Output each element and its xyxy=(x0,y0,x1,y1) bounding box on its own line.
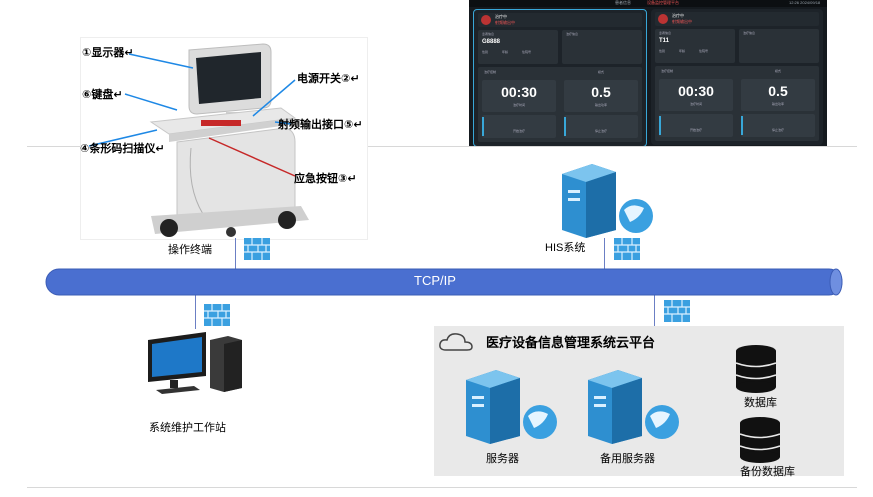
link-terminal xyxy=(235,238,236,269)
time-unit: 治疗时间 xyxy=(512,103,525,107)
stop-label: 停止治疗 xyxy=(771,128,784,132)
screen-tab-1[interactable]: 患者信息 xyxy=(615,0,631,5)
patient-id: T11 xyxy=(659,38,670,44)
callout-rf-port: 射频输出接口⑤↵ xyxy=(278,119,363,131)
terminal-photo xyxy=(80,37,368,240)
panel-2-control: 治疗控制 模式 00:30 治疗时间 0.5 输出功率 开始治疗 停止治疗 xyxy=(655,66,819,141)
time-box: 00:30 治疗时间 xyxy=(659,79,733,111)
field-age: 年龄 xyxy=(502,50,509,54)
stop-label: 停止治疗 xyxy=(594,129,607,133)
patient-info-label: 患者信息 xyxy=(482,32,495,36)
workstation-label: 系统维护工作站 xyxy=(149,422,226,434)
power-value: 0.5 xyxy=(591,84,611,100)
link-his xyxy=(604,238,605,269)
backup-server-label: 备用服务器 xyxy=(600,453,655,465)
ctrl-label: 治疗控制 xyxy=(484,70,497,74)
start-label: 开始治疗 xyxy=(689,128,702,132)
terminal-illustration xyxy=(88,43,309,237)
cloud-platform: 医疗设备信息管理系统云平台 服务器 备用服务器 数据库 备份数据库 xyxy=(434,326,844,478)
side-label: 治疗信息 xyxy=(743,31,756,35)
patient-info-label: 患者信息 xyxy=(659,31,672,35)
tcpip-label: TCP/IP xyxy=(414,273,456,288)
panel-2-status: 治疗中 xyxy=(672,13,684,18)
separator-top xyxy=(27,146,857,147)
cloud-icon xyxy=(439,333,473,351)
device-panel-1[interactable]: 治疗中 射频输出中 患者信息 G8888 性别 年龄 住院号 治疗信息 治疗控制… xyxy=(473,9,647,146)
backup-database-icon xyxy=(739,417,781,463)
ctrl-label: 治疗控制 xyxy=(661,69,674,73)
start-label: 开始治疗 xyxy=(512,129,525,133)
firewall-icon xyxy=(614,238,640,260)
device-panel-2[interactable]: 治疗中 射频输出中 患者信息 T11 性别 年龄 住院号 治疗信息 治疗控制 模… xyxy=(651,9,823,145)
link-cloud xyxy=(654,295,655,327)
start-accent xyxy=(659,116,661,135)
callout-barcode: ④条形码扫描仪↵ xyxy=(80,143,165,155)
server-icon xyxy=(466,370,557,444)
cloud-title: 医疗设备信息管理系统云平台 xyxy=(486,335,656,350)
panel-2-patient-card: 患者信息 T11 性别 年龄 住院号 xyxy=(655,29,735,63)
backup-server-icon xyxy=(588,370,679,444)
field-admission: 住院号 xyxy=(522,50,532,54)
firewall-icon xyxy=(244,238,270,260)
callout-emergency: 应急按钮③↵ xyxy=(294,173,357,185)
time-value: 00:30 xyxy=(678,83,714,99)
panel-1-control: 治疗控制 模式 00:30 治疗时间 0.5 输出功率 开始治疗 停止治疗 xyxy=(478,67,642,142)
stop-button[interactable]: 停止治疗 xyxy=(564,115,638,138)
panel-1-header: 治疗中 射频输出中 xyxy=(478,13,642,27)
stop-accent xyxy=(741,116,743,135)
power-unit: 输出功率 xyxy=(594,103,607,107)
field-gender: 性别 xyxy=(482,50,489,54)
panel-1-status: 治疗中 xyxy=(495,14,507,19)
panel-2-status-sub: 射频输出中 xyxy=(672,19,692,24)
callout-display: ①显示器↵ xyxy=(82,47,134,59)
screen-topbar: 患者信息 设备监控管理平台 12:26 2024/09/18 xyxy=(469,0,827,7)
mode-label: 模式 xyxy=(775,69,782,73)
panel-1-status-sub: 射频输出中 xyxy=(495,20,515,25)
screen-tab-2[interactable]: 设备监控管理平台 xyxy=(647,0,679,5)
panel-1-patient-card: 患者信息 G8888 性别 年龄 住院号 xyxy=(478,30,558,64)
stop-button[interactable]: 停止治疗 xyxy=(741,114,815,137)
tcpip-bus xyxy=(45,268,843,296)
panel-2-header: 治疗中 射频输出中 xyxy=(655,12,819,26)
panel-1-side-card: 治疗信息 xyxy=(562,30,642,64)
time-value: 00:30 xyxy=(501,84,537,100)
start-button[interactable]: 开始治疗 xyxy=(482,115,556,138)
workstation-icon xyxy=(148,332,242,394)
alert-icon xyxy=(481,15,491,25)
field-gender: 性别 xyxy=(659,49,666,53)
database-icon xyxy=(735,345,777,393)
panel-2-side-card: 治疗信息 xyxy=(739,29,819,63)
server-label: 服务器 xyxy=(486,453,519,465)
his-label: HIS系统 xyxy=(545,242,586,254)
start-button[interactable]: 开始治疗 xyxy=(659,114,733,137)
firewall-icon xyxy=(204,304,230,326)
callout-power: 电源开关②↵ xyxy=(297,73,360,85)
field-age: 年龄 xyxy=(679,49,686,53)
stop-accent xyxy=(564,117,566,136)
time-box: 00:30 治疗时间 xyxy=(482,80,556,112)
database-label: 数据库 xyxy=(744,397,777,409)
mode-label: 模式 xyxy=(598,70,605,74)
field-admission: 住院号 xyxy=(699,49,709,53)
patient-id: G8888 xyxy=(482,39,501,45)
alert-icon xyxy=(658,14,668,24)
backup-database-label: 备份数据库 xyxy=(740,466,795,478)
time-unit: 治疗时间 xyxy=(689,102,702,106)
start-accent xyxy=(482,117,484,136)
link-workstation xyxy=(195,295,196,329)
power-unit: 输出功率 xyxy=(771,102,784,106)
terminal-label: 操作终端 xyxy=(168,244,212,256)
separator-bottom xyxy=(27,487,857,488)
power-value: 0.5 xyxy=(768,83,788,99)
callout-keyboard: ⑥键盘↵ xyxy=(82,89,123,101)
power-box: 0.5 输出功率 xyxy=(564,80,638,112)
firewall-icon xyxy=(664,300,690,322)
power-box: 0.5 输出功率 xyxy=(741,79,815,111)
his-server-icon xyxy=(562,164,653,238)
side-label: 治疗信息 xyxy=(566,32,579,36)
screen-time: 12:26 2024/09/18 xyxy=(789,0,821,5)
monitor-screenshot: 患者信息 设备监控管理平台 12:26 2024/09/18 治疗中 射频输出中… xyxy=(469,0,827,146)
